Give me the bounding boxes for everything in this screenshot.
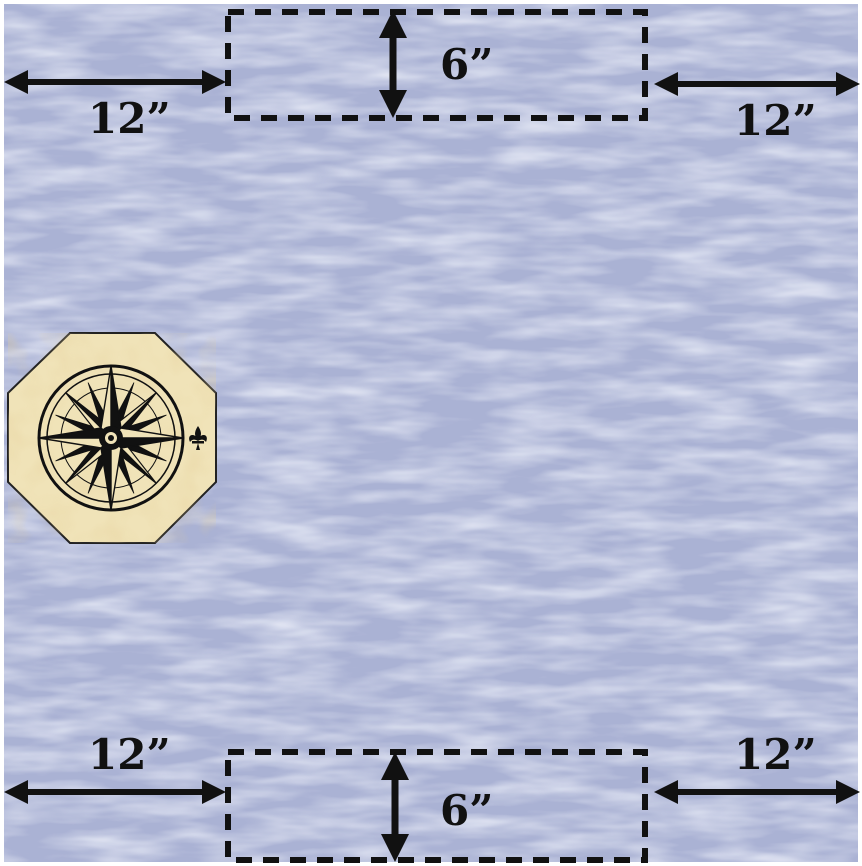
compass-tile bbox=[8, 333, 216, 543]
compass-rose-icon bbox=[39, 366, 183, 510]
bottom-right-distance-label: 12” bbox=[734, 734, 817, 776]
top-left-distance-label: 12” bbox=[88, 98, 171, 140]
top-right-distance-label: 12” bbox=[734, 100, 817, 142]
top-zone-depth-label: 6” bbox=[440, 44, 493, 86]
bottom-zone-depth-label: 6” bbox=[440, 790, 493, 832]
bottom-left-distance-label: 12” bbox=[88, 734, 171, 776]
